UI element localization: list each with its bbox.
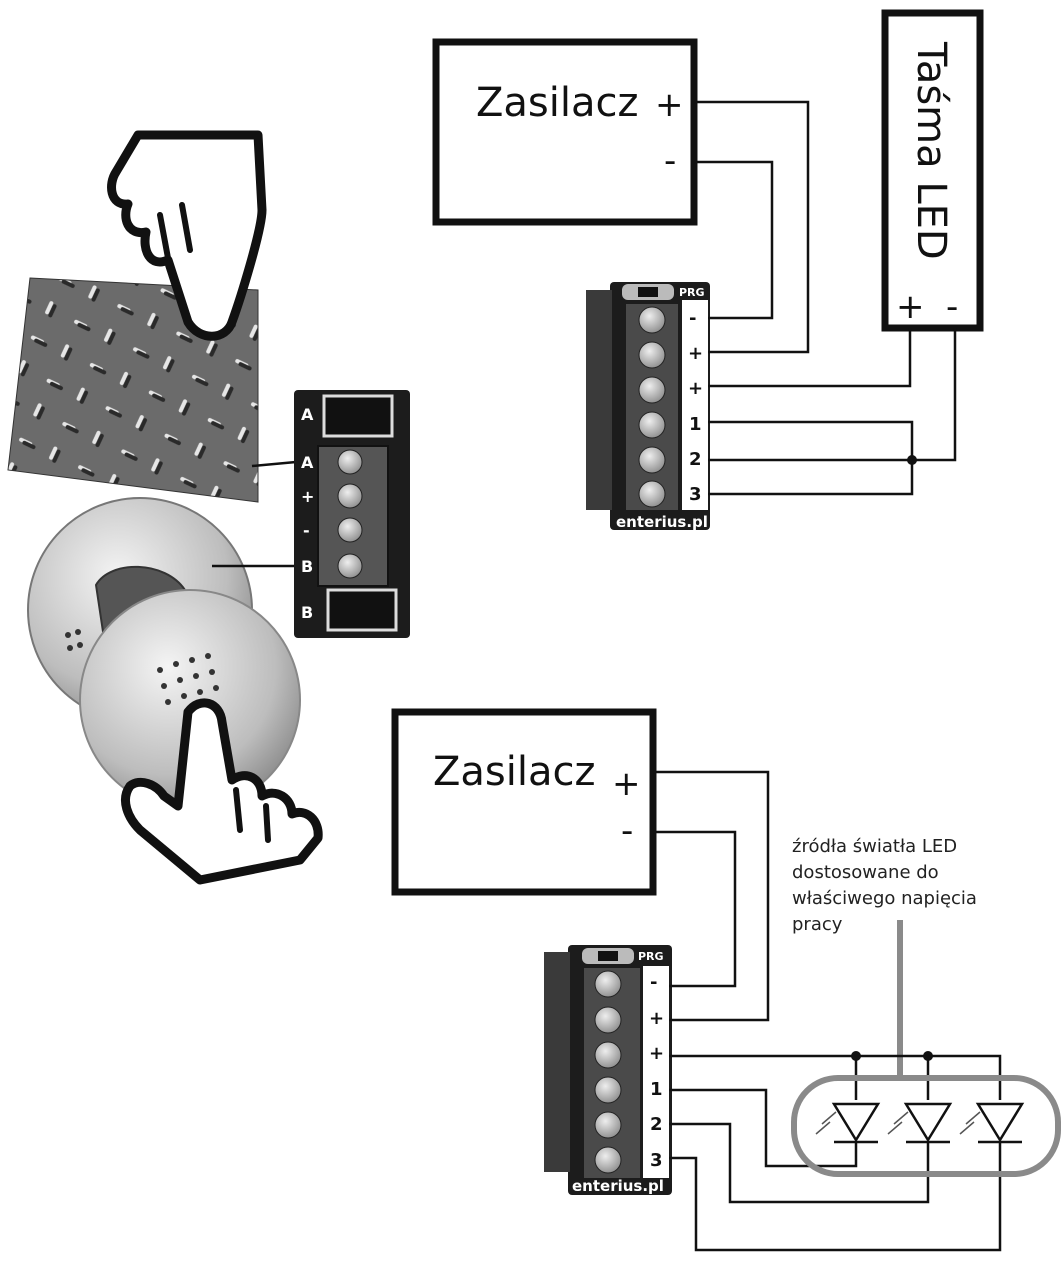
- power-minus-sign: -: [664, 141, 676, 181]
- controller-module-top: PRG - + + 1 2 3 enterius.pl: [586, 282, 710, 531]
- led-diode-icon: [815, 1102, 881, 1144]
- pin-label: 2: [650, 1114, 663, 1135]
- pin-label: +: [649, 1043, 664, 1064]
- led-strip-label: Taśma LED: [908, 41, 954, 260]
- brand-label: enterius.pl: [616, 513, 708, 531]
- power-plus-sign: +: [655, 85, 684, 125]
- wire-plate-to-a: [251, 460, 297, 468]
- power-supply-label: Zasilacz: [476, 80, 638, 126]
- touch-pin-label: B: [301, 557, 313, 576]
- pin-label: +: [688, 378, 703, 399]
- touch-pin-label: A: [301, 405, 314, 424]
- power-minus-sign: -: [621, 811, 633, 851]
- led-diode-icon: [959, 1102, 1025, 1144]
- wires-bottom: [653, 770, 1002, 1252]
- pin-label: 2: [689, 449, 702, 470]
- power-supply-label: Zasilacz: [433, 749, 595, 795]
- led-note-line: dostosowane do: [792, 862, 939, 883]
- led-strip-box: Taśma LED + -: [881, 9, 984, 332]
- prg-label: PRG: [638, 950, 664, 963]
- led-note: źródła światła LED dostosowane do właści…: [792, 836, 977, 1078]
- led-note-line: źródła światła LED: [792, 836, 957, 857]
- pin-label: -: [689, 308, 696, 329]
- led-note-line: właściwego napięcia: [792, 888, 977, 909]
- touch-module: A A + - B B: [294, 390, 410, 638]
- power-supply-box-top: Zasilacz + -: [432, 38, 698, 226]
- led-diode-icon: [887, 1102, 953, 1144]
- pin-label: 1: [689, 414, 702, 435]
- brand-label: enterius.pl: [572, 1177, 664, 1195]
- hand-pointer-icon: [107, 130, 267, 341]
- pin-label: 3: [689, 484, 702, 505]
- touch-pin-label: +: [301, 487, 314, 506]
- touch-pin-label: B: [301, 603, 313, 622]
- touch-pin-label: A: [301, 453, 314, 472]
- touch-pin-label: -: [303, 521, 310, 540]
- pin-label: +: [649, 1008, 664, 1029]
- led-strip-minus: -: [946, 287, 958, 327]
- pin-label: +: [688, 343, 703, 364]
- power-plus-sign: +: [612, 764, 641, 804]
- hand-pointer-icon: [121, 698, 323, 885]
- pin-label: 1: [650, 1079, 663, 1100]
- led-note-line: pracy: [792, 914, 843, 935]
- led-strip-plus: +: [896, 287, 925, 327]
- touch-button-image: [27, 497, 301, 811]
- pin-label: 3: [650, 1150, 663, 1171]
- power-supply-box-bottom: Zasilacz + -: [391, 708, 657, 896]
- led-group: [791, 1075, 1061, 1177]
- controller-module-bottom: PRG - + + 1 2 3 enterius.pl: [544, 945, 672, 1195]
- prg-label: PRG: [679, 286, 705, 299]
- wires-top: [694, 100, 957, 496]
- pin-label: -: [650, 972, 657, 993]
